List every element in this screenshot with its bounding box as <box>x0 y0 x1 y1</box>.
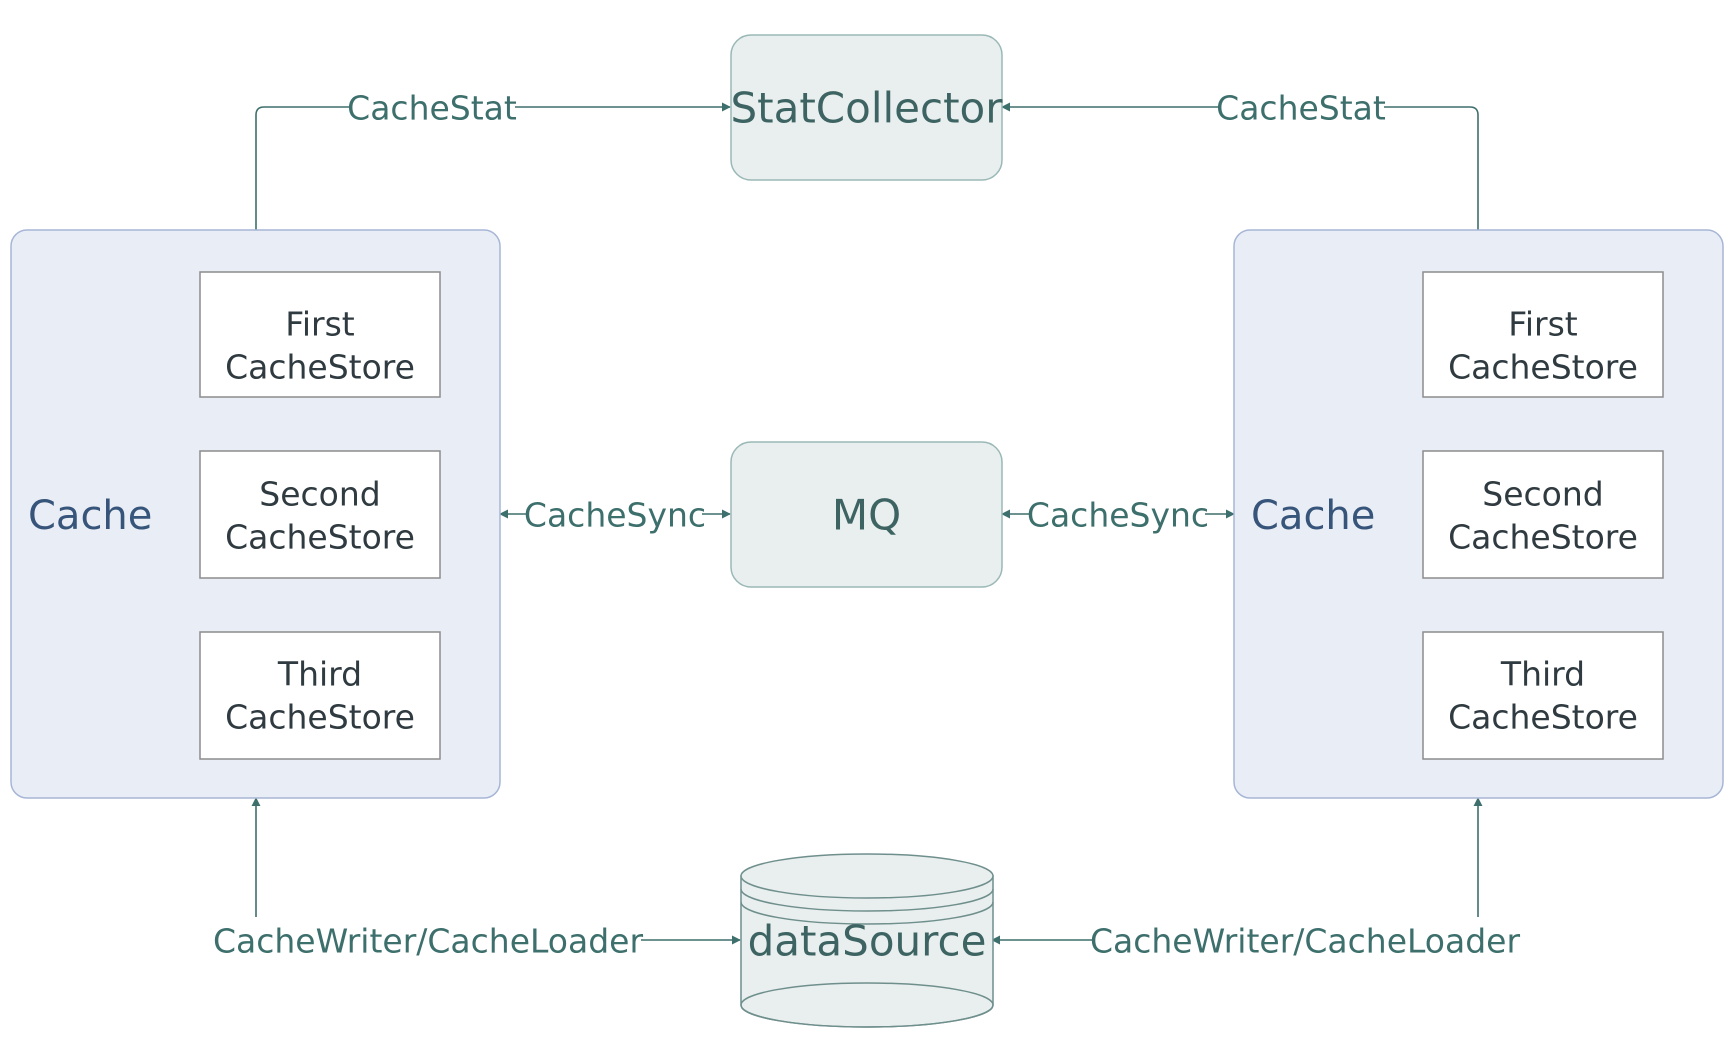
mq-label: MQ <box>832 491 901 540</box>
datasource-ring-2 <box>740 901 994 925</box>
left-cachestat-connector <box>255 102 731 230</box>
left-second-cachestore-line2: CacheStore <box>225 518 415 557</box>
right-second-cachestore-line1: Second <box>1482 475 1603 514</box>
left-cache-container: Cache First CacheStore Second CacheStore… <box>10 229 501 799</box>
right-cachestat-label: CacheStat <box>1216 89 1386 128</box>
datasource-ring-1 <box>740 888 994 912</box>
statcollector-node: StatCollector <box>730 34 1003 181</box>
left-third-cachestore: Third CacheStore <box>199 631 441 760</box>
left-first-cachestore: First CacheStore <box>199 271 441 398</box>
right-first-cachestore: First CacheStore <box>1422 271 1664 398</box>
left-loader-label: CacheWriter/CacheLoader <box>213 922 644 961</box>
right-second-cachestore: Second CacheStore <box>1422 450 1664 579</box>
right-second-cachestore-line2: CacheStore <box>1448 518 1638 557</box>
right-first-cachestore-line2: CacheStore <box>1448 348 1638 387</box>
left-third-cachestore-line1: Third <box>277 655 362 694</box>
left-third-cachestore-line2: CacheStore <box>225 698 415 737</box>
mq-node: MQ <box>730 441 1003 588</box>
left-cache-label: Cache <box>28 493 152 539</box>
right-cache-container: Cache First CacheStore Second CacheStore… <box>1233 229 1724 799</box>
right-third-cachestore-line1: Third <box>1500 655 1585 694</box>
right-third-cachestore-line2: CacheStore <box>1448 698 1638 737</box>
right-cache-label: Cache <box>1251 493 1375 539</box>
datasource-label: dataSource <box>748 917 987 966</box>
right-cachesync-label: CacheSync <box>1027 496 1209 535</box>
right-loader-label: CacheWriter/CacheLoader <box>1090 922 1521 961</box>
right-cachestat-connector <box>1001 102 1479 230</box>
right-first-cachestore-line1: First <box>1508 305 1578 344</box>
left-second-cachestore: Second CacheStore <box>199 450 441 579</box>
left-cachestat-label: CacheStat <box>347 89 517 128</box>
left-cachesync-label: CacheSync <box>524 496 706 535</box>
statcollector-label: StatCollector <box>730 84 1003 133</box>
datasource-node: dataSource <box>740 853 994 1028</box>
left-first-cachestore-line2: CacheStore <box>225 348 415 387</box>
right-third-cachestore: Third CacheStore <box>1422 631 1664 760</box>
left-first-cachestore-line1: First <box>285 305 355 344</box>
datasource-top <box>740 853 994 899</box>
left-second-cachestore-line1: Second <box>259 475 380 514</box>
